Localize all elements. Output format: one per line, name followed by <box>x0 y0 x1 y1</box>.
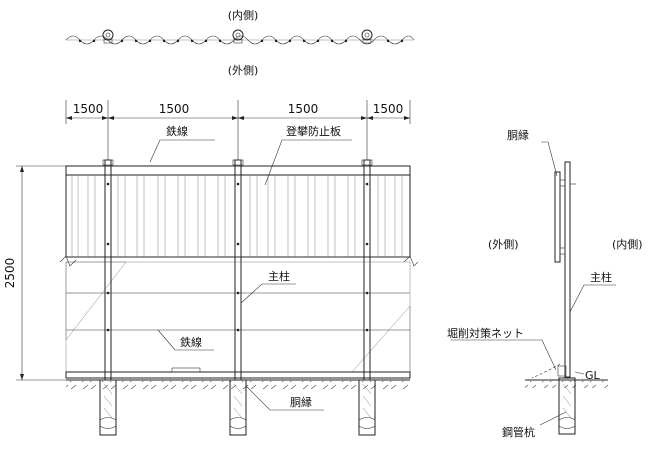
leader-wire-mid <box>157 329 214 351</box>
steel-pile-label: 鋼管杭 <box>502 425 535 439</box>
side-section <box>451 141 616 435</box>
excavation-net-label: 堀削対策ネット <box>447 326 524 340</box>
rail-joint-plate <box>171 367 201 373</box>
side-bracket-lower <box>559 247 566 255</box>
leader-wire-top <box>149 139 215 163</box>
side-inside-label: (内側) <box>612 237 643 251</box>
dimension-lines <box>65 100 411 160</box>
break-mark-left <box>59 255 77 267</box>
bottom-waist-rail <box>65 371 411 379</box>
ground-soil <box>66 381 410 389</box>
mesh-hatch-right <box>351 305 411 373</box>
side-climb-plate <box>554 171 561 263</box>
leader-climb-plate <box>264 139 352 186</box>
corrugated-plate-plan <box>65 35 415 45</box>
side-outside-label: (外側) <box>488 238 519 251</box>
side-waist-edge-label: 胴縁 <box>507 128 529 142</box>
main-post-center <box>232 159 244 381</box>
leader-main-post <box>240 283 296 304</box>
plan-view: (内側) (外側) <box>65 8 415 77</box>
leader-side-post <box>569 284 616 313</box>
leader-waist-edge <box>245 385 324 411</box>
mesh-body <box>65 261 411 373</box>
post-bolts <box>106 182 369 332</box>
pile-center <box>229 379 247 436</box>
elevation-view <box>59 139 419 436</box>
corrugation-ribs <box>71 175 403 257</box>
side-net-curve <box>531 363 561 379</box>
side-bottom-clamp <box>557 365 567 377</box>
pile-left <box>99 379 117 436</box>
plan-post-right <box>361 29 373 44</box>
waist-edge-label: 胴縁 <box>290 395 312 409</box>
span-dimension-3: 1500 <box>288 102 319 116</box>
mesh-hatch-left <box>65 261 127 341</box>
leader-side-waist <box>541 141 558 177</box>
break-mark-right <box>403 255 419 267</box>
pile-right <box>358 379 376 436</box>
side-main-post-label: 主柱 <box>590 270 612 284</box>
inside-label-top: (内側) <box>228 8 259 22</box>
main-post-label: 主柱 <box>268 269 290 283</box>
gl-label: GL <box>585 369 601 382</box>
main-post-left <box>102 159 114 381</box>
side-pile <box>558 377 576 435</box>
leader-gl <box>574 371 585 375</box>
leader-excavation-net <box>451 339 557 371</box>
span-dimension-1: 1500 <box>73 102 104 116</box>
span-dimension-4: 1500 <box>373 102 404 116</box>
wire-mid-label: 鉄線 <box>180 335 202 349</box>
span-dimension-2: 1500 <box>159 102 190 116</box>
top-rail <box>65 165 411 176</box>
side-bracket-upper <box>559 179 566 187</box>
side-post <box>564 161 571 378</box>
wire-top-label: 鉄線 <box>166 124 188 138</box>
plan-post-center <box>232 29 244 44</box>
height-dimension-line <box>16 165 66 381</box>
leader-steel-pile <box>539 411 567 426</box>
climb-plate-label: 登攀防止板 <box>286 124 341 138</box>
outside-label-top: (外側) <box>228 64 259 77</box>
plan-bolt-dots <box>78 39 404 43</box>
main-post-right <box>361 159 373 381</box>
plan-post-left <box>102 29 114 44</box>
height-dimension: 2500 <box>3 258 17 289</box>
side-ground-soil <box>525 381 608 388</box>
